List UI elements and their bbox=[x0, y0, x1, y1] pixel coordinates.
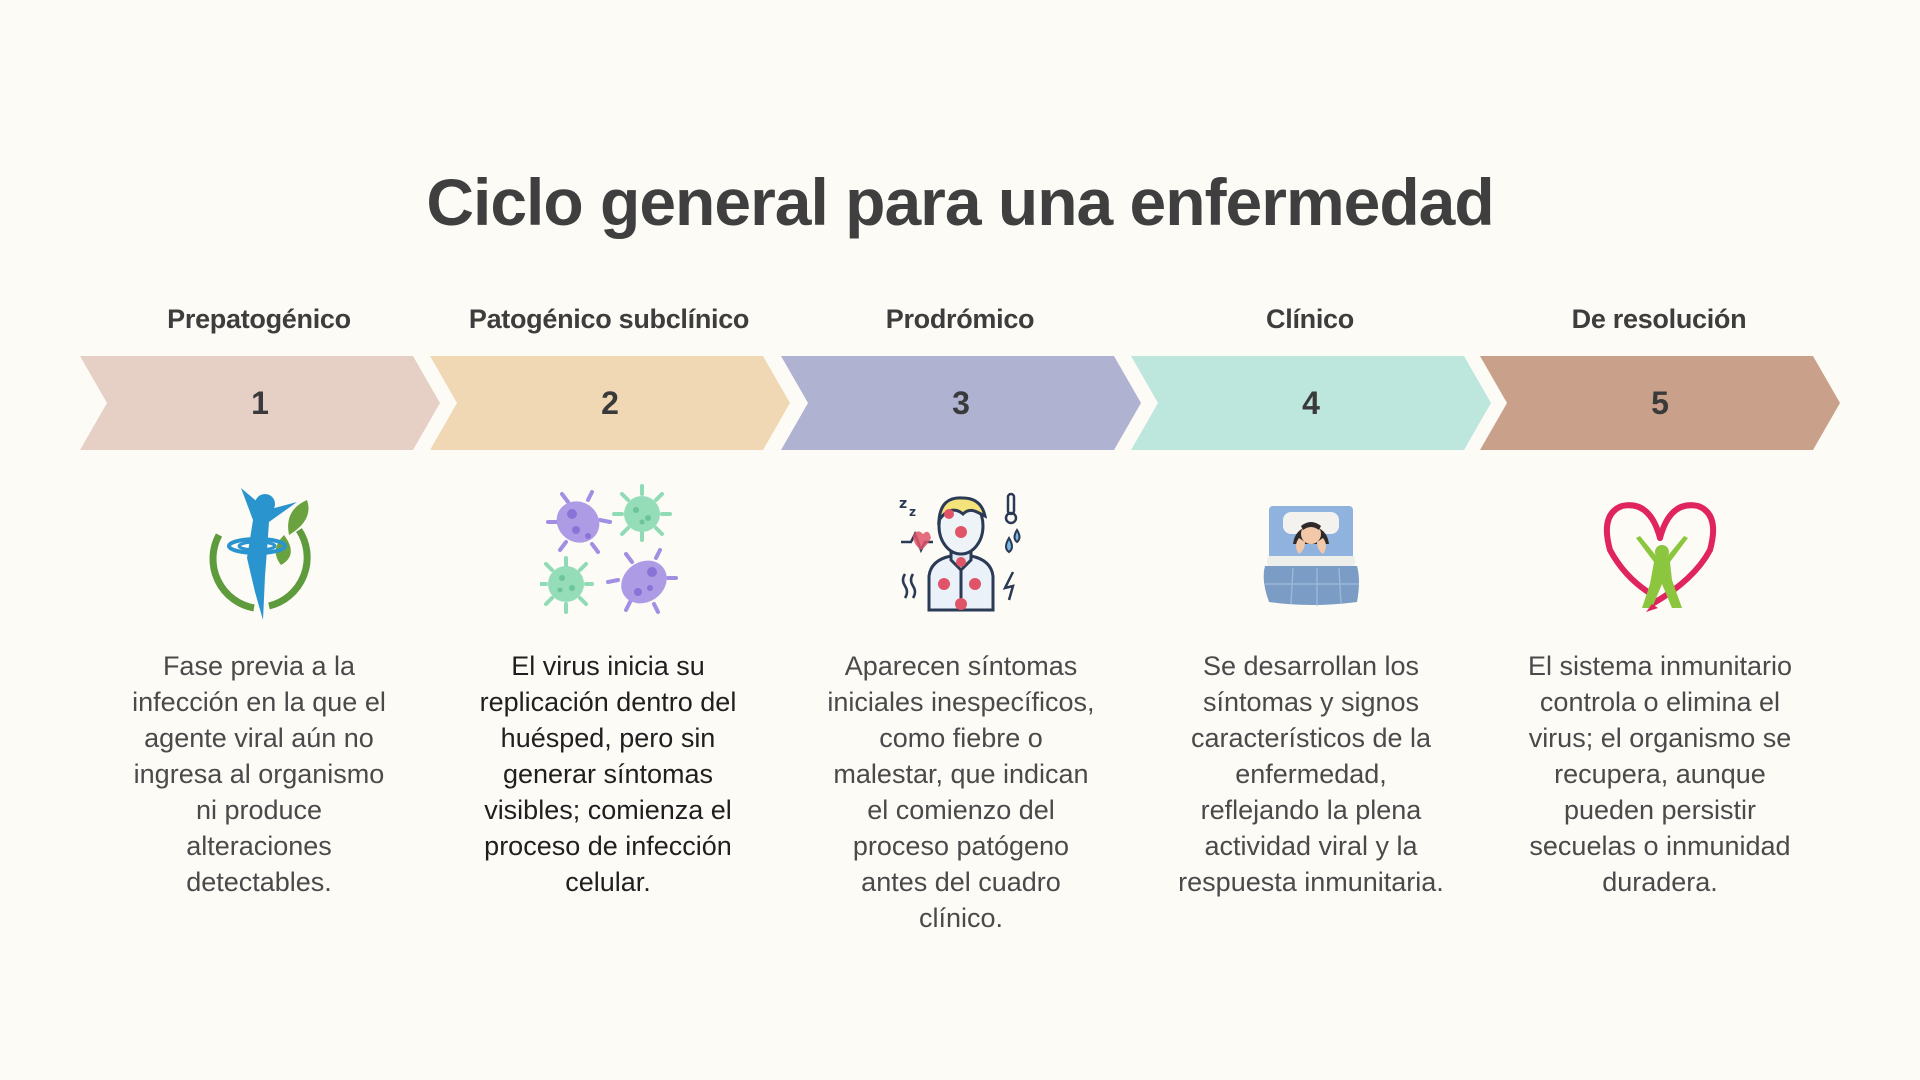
symptoms-person-icon: z z bbox=[891, 480, 1031, 620]
person-nature-icon bbox=[189, 480, 329, 620]
chevron-shape bbox=[781, 356, 1141, 450]
page-title: Ciclo general para una enfermedad bbox=[426, 165, 1494, 240]
stage-description: Se desarrollan los síntomas y signos car… bbox=[1178, 651, 1444, 897]
chevron-shape bbox=[430, 356, 790, 450]
stage-label-de-resolucion: De resolución bbox=[1571, 304, 1747, 334]
svg-text:z: z bbox=[899, 496, 907, 512]
stage-description: El sistema inmunitario controla o elimin… bbox=[1527, 651, 1793, 897]
sick-in-bed-icon bbox=[1241, 480, 1381, 620]
heart-person-icon bbox=[1590, 480, 1730, 620]
stage-number: 2 bbox=[601, 384, 619, 421]
stage-label-prodromico: Prodrómico bbox=[885, 304, 1035, 334]
stage-arrow-1: 1 bbox=[80, 356, 440, 450]
stage-number: 4 bbox=[1302, 384, 1320, 421]
stage-label-patogenico-subclinico: Patogénico subclínico bbox=[468, 304, 750, 334]
stage-arrow-5: 5 bbox=[1480, 356, 1840, 450]
stage-number: 1 bbox=[251, 384, 269, 421]
stage-description: Fase previa a la infección en la que el … bbox=[132, 651, 386, 897]
chevron-shape bbox=[1480, 356, 1840, 450]
stage-label-clinico: Clínico bbox=[1266, 304, 1354, 334]
stage-description: Aparecen síntomas iniciales inespecífico… bbox=[827, 651, 1095, 933]
stage-arrow-2: 2 bbox=[430, 356, 790, 450]
stage-label-prepatogenico: Prepatogénico bbox=[167, 304, 351, 334]
stage-number: 3 bbox=[952, 384, 970, 421]
chevron-shape bbox=[80, 356, 440, 450]
chevron-shape bbox=[1131, 356, 1491, 450]
stage-number: 5 bbox=[1651, 384, 1669, 421]
stage-description: El virus inicia su replicación dentro de… bbox=[479, 651, 737, 897]
stage-arrow-3: 3 bbox=[781, 356, 1141, 450]
virus-cells-icon bbox=[540, 480, 680, 620]
stage-arrow-4: 4 bbox=[1131, 356, 1491, 450]
svg-text:z: z bbox=[909, 505, 916, 519]
